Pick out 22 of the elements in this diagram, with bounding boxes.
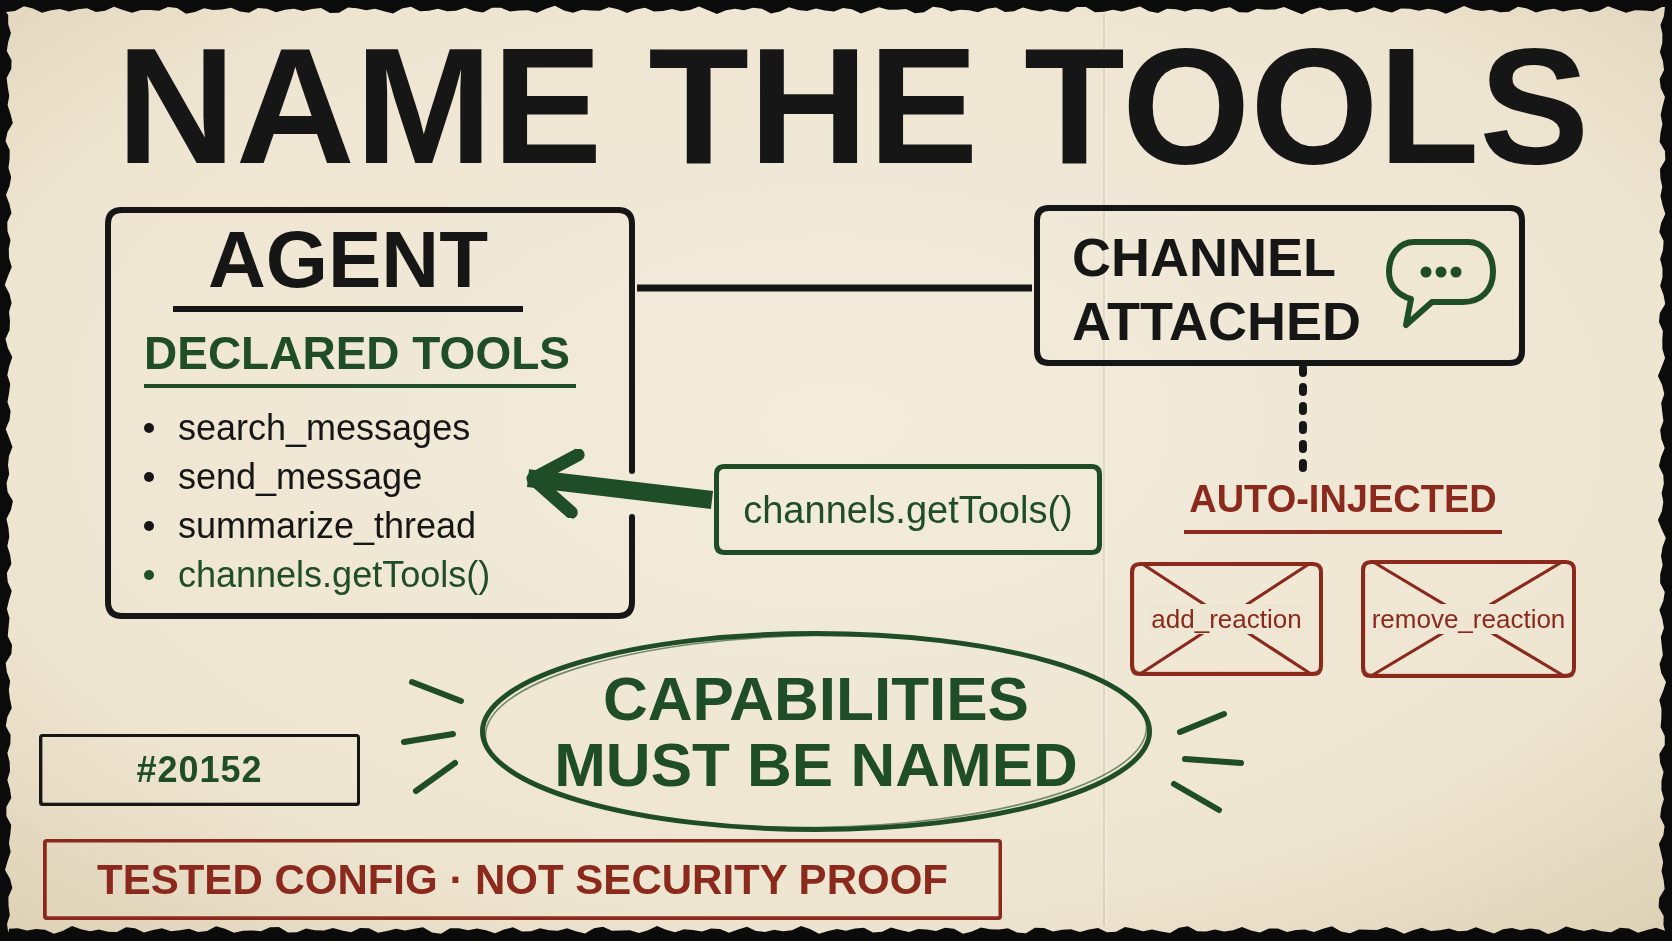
section-heading: DECLARED TOOLS — [144, 330, 576, 388]
issue-number: #20152 — [136, 752, 263, 788]
tool-name: summarize_thread — [178, 507, 477, 544]
agent-panel — [103, 205, 637, 621]
panel-title: CHANNEL ATTACHED — [1072, 226, 1362, 353]
arrow — [526, 448, 714, 519]
crossed-out-card — [1128, 560, 1325, 678]
section-heading: AUTO-INJECTED — [1184, 480, 1502, 534]
disclaimer-text: TESTED CONFIG · NOT SECURITY PROOF — [97, 858, 948, 901]
panel-heading: AGENT — [173, 220, 523, 312]
tool-name: send_message — [178, 458, 423, 495]
issue-tag — [37, 732, 362, 808]
tool-name: search_messages — [178, 409, 471, 446]
slogan-text: CAPABILITIES MUST BE NAMED — [553, 665, 1079, 798]
function-panel — [712, 462, 1104, 557]
disclaimer-banner — [41, 837, 1004, 922]
tool-name: channels.getTools() — [178, 556, 491, 593]
callout-ellipse — [478, 629, 1154, 834]
page-title: NAME THE TOOLS — [115, 24, 1591, 189]
crossed-out-card — [1359, 558, 1578, 680]
code-label: channels.getTools() — [743, 490, 1073, 529]
channel-panel — [1032, 203, 1527, 368]
